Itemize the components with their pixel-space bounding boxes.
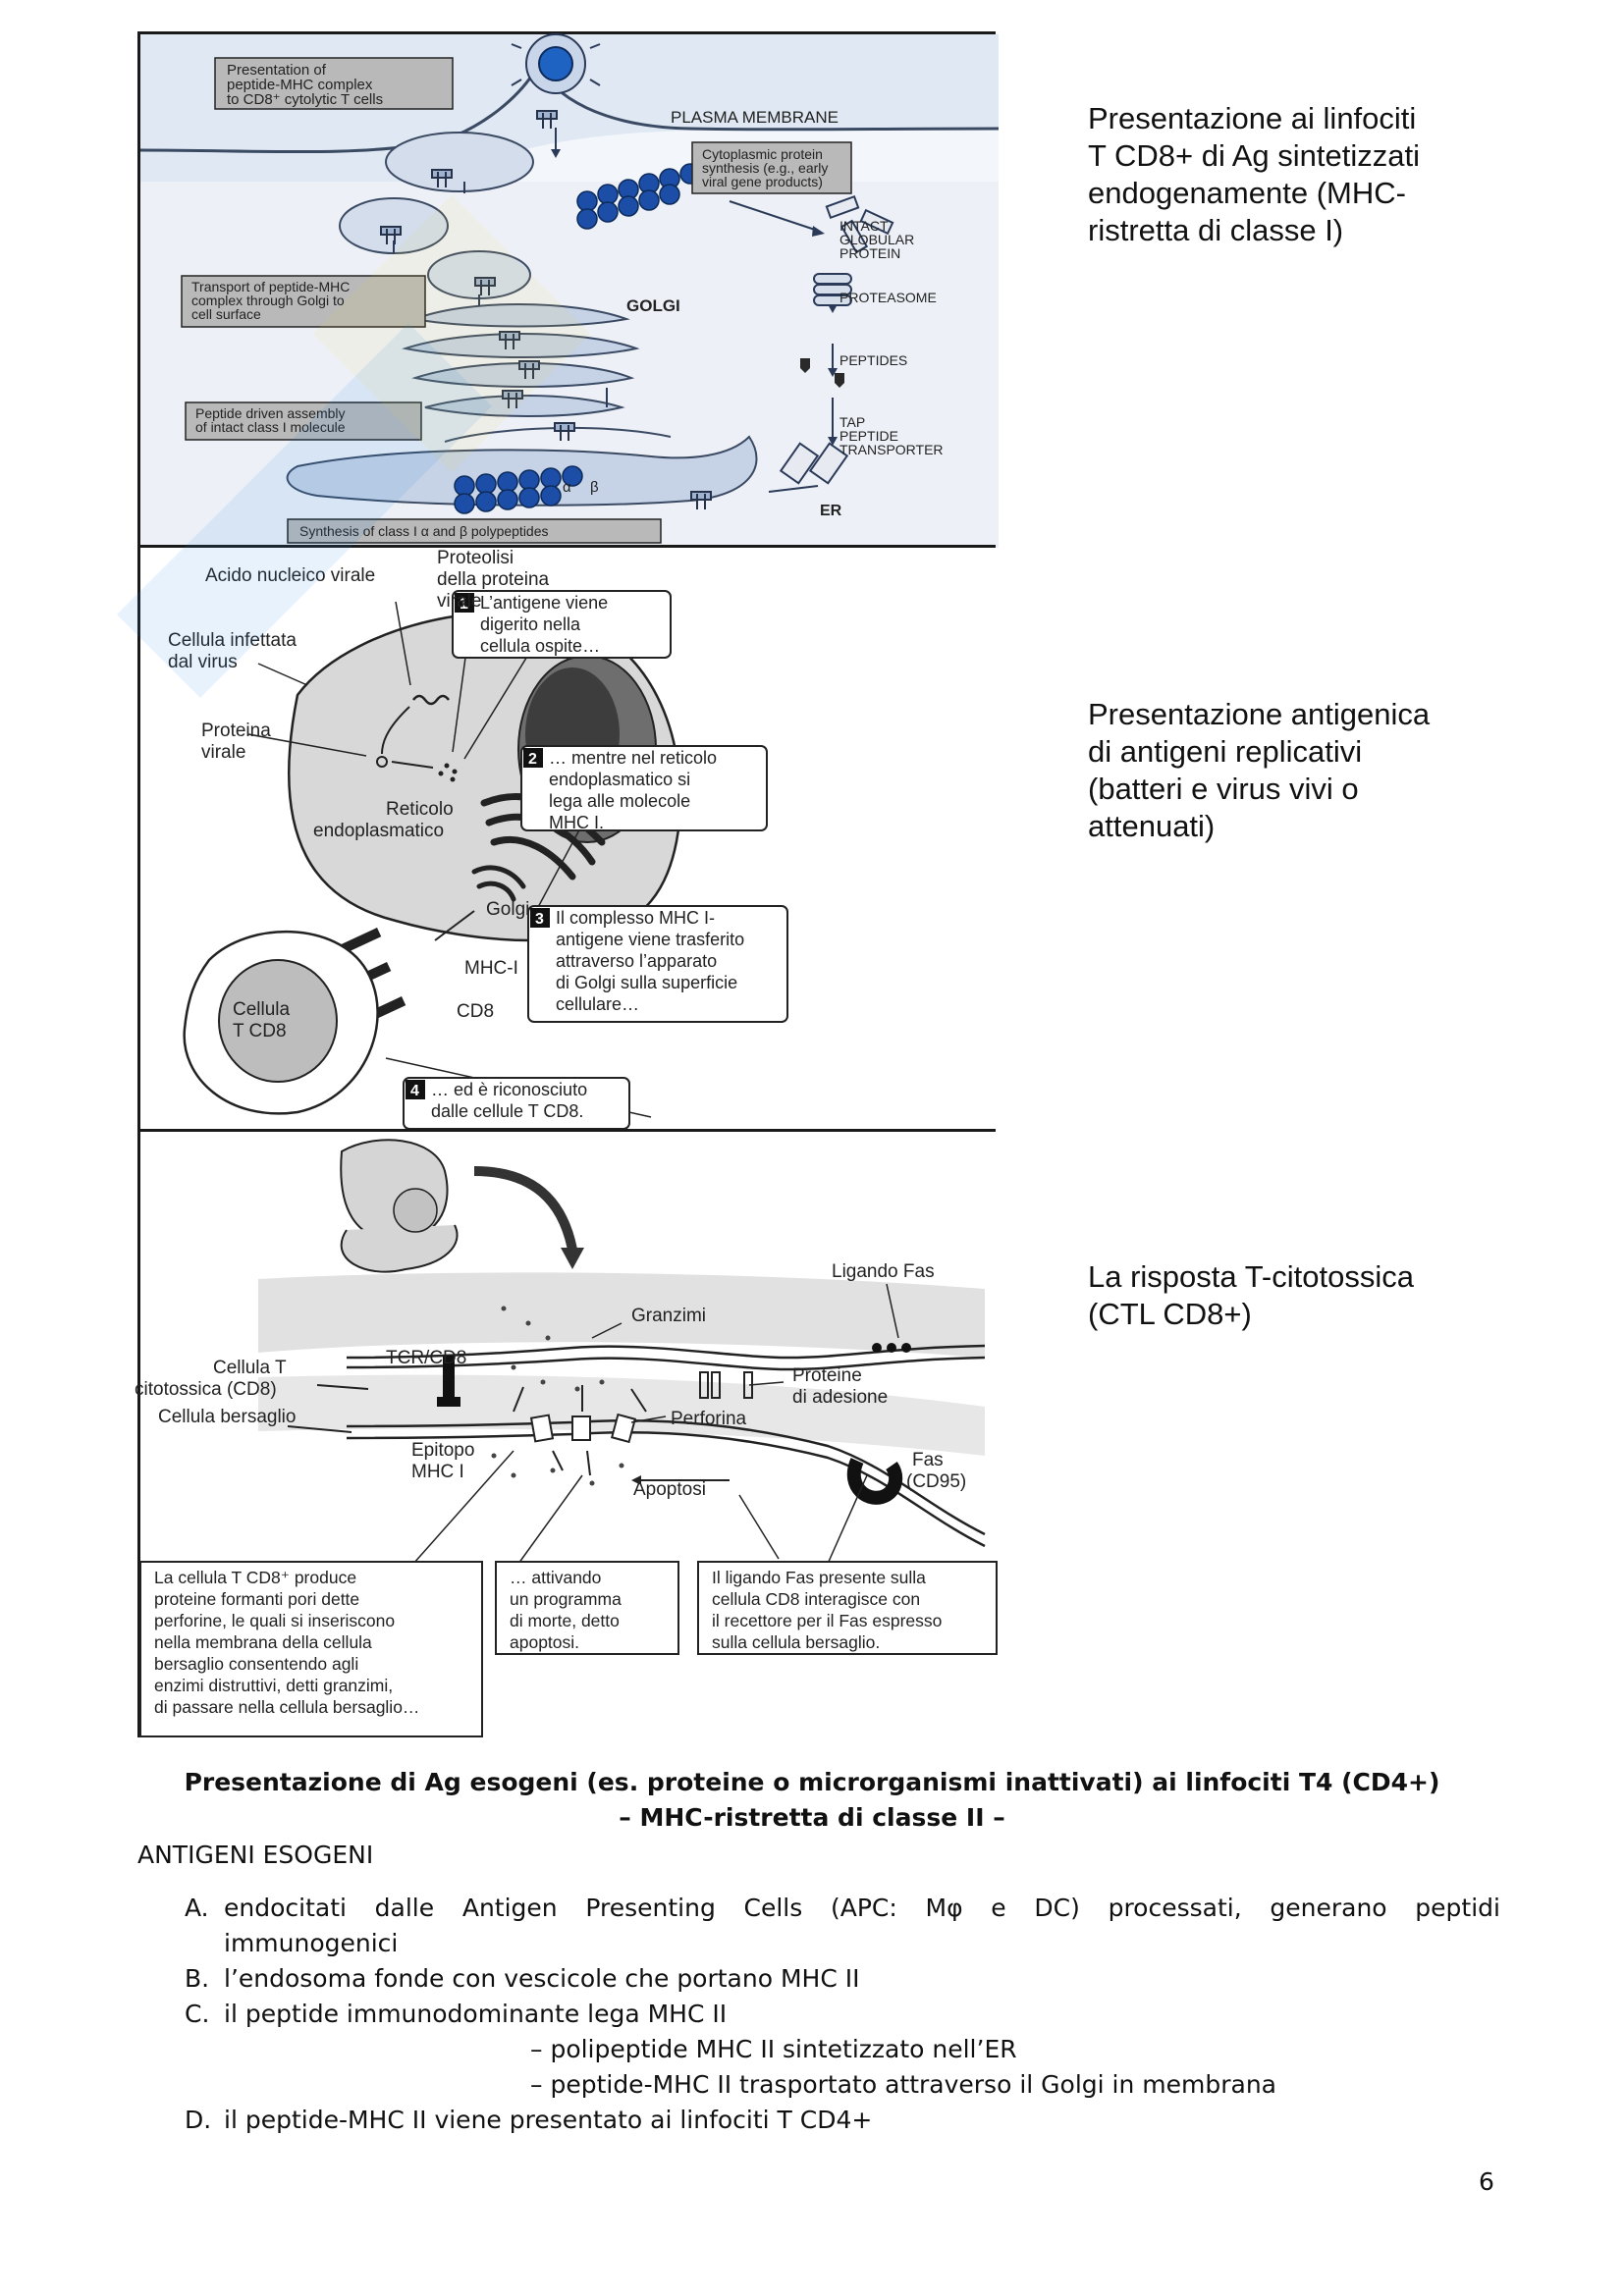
list-item: C. il peptide immunodominante lega MHC I… [185,2000,728,2028]
intact-protein-label: INTACT GLOBULAR PROTEIN [839,218,918,261]
perforina-label: Perforina [671,1409,747,1429]
step1-text: L’antigene viene digerito nella cellula … [480,593,613,656]
viral-protein-label: Proteina virale [201,721,276,763]
er-label: ER [820,503,842,519]
infected-cell-label: Cellula infettata dal virus [168,630,301,672]
list-subitem: – peptide-MHC II trasportato attraverso … [530,2070,1276,2099]
step1-number: 1 [460,596,468,613]
adhesion-label: Proteine di adesione [792,1365,888,1408]
perforin-explanation: La cellula T CD8⁺ produce proteine forma… [154,1568,419,1717]
cd8-label: CD8 [457,1001,494,1022]
step3-text: Il complesso MHC I- antigene viene trasf… [556,908,749,1014]
presentation-box-label: Presentation of peptide-MHC complex to C… [227,62,383,108]
list-item: D. il peptide-MHC II viene presentato ai… [185,2106,873,2134]
antigen-pathway-svg: 1 2 3 4 Acido nucleico virale Proteolisi… [140,548,999,1135]
step3-number: 3 [535,911,544,928]
epitopo-label: Epitopo MHC I [411,1440,480,1482]
step4-number: 4 [410,1083,419,1099]
caption-class1: Presentazione ai linfociti T CD8+ di Ag … [1088,101,1421,247]
step4-text: … ed è riconosciuto dalle cellule T CD8. [431,1080,592,1121]
peptides-label: PEPTIDES [839,352,907,368]
acido-nucleico-label: Acido nucleico virale [205,565,375,586]
cytoplasmic-box-label: Cytoplasmic protein synthesis (e.g., ear… [702,146,832,189]
step2-text: … mentre nel reticolo endoplasmatico si … [549,748,722,832]
diagram-antigen-pathway: 1 2 3 4 Acido nucleico virale Proteolisi… [137,545,999,1135]
section-subheading: ANTIGENI ESOGENI [137,1841,374,1869]
granzimi-label: Granzimi [631,1306,706,1326]
caption-ctl: La risposta T-citotossica (CTL CD8+) [1088,1259,1414,1331]
plasma-membrane-label: PLASMA MEMBRANE [671,108,839,127]
golgi-label: GOLGI [626,296,680,315]
list-item: B. l’endosoma fonde con vescicole che po… [185,1964,860,1993]
golgi-label: Golgi [486,899,529,920]
reticolo-label: Reticolo endoplasmatico [313,799,459,841]
apoptosi-label: Apoptosi [633,1479,706,1500]
proteolisi-label: Proteolisi della proteina virale [437,548,554,612]
fas-explanation: Il ligando Fas presente sulla cellula CD… [712,1568,947,1652]
diagram-ctl-response: Granzimi Ligando Fas Cellula T citotossi… [135,1129,999,1740]
list-subitem: – polipeptide MHC II sintetizzato nell’E… [530,2035,1017,2063]
ctl-response-svg: Granzimi Ligando Fas Cellula T citotossi… [135,1132,999,1740]
transport-box-label: Transport of peptide-MHC complex through… [191,279,353,322]
synthesis-box-label: Synthesis of class I α and β polypeptide… [299,523,549,539]
t-cell-label: Cellula T CD8 [233,999,295,1041]
assembly-box-label: Peptide driven assembly of intact class … [195,405,349,435]
page-number: 6 [1479,2167,1494,2196]
t-cell-label: Cellula T citotossica (CD8) [135,1358,292,1400]
caption-pathway: Presentazione antigenica di antigeni rep… [1088,697,1431,843]
diagram-mhc-class1: Presentation of peptide-MHC complex to C… [137,31,1000,551]
list-item: A. endocitati dalle Antigen Presenting C… [185,1894,1500,1957]
tcr-label: TCR/CD8 [386,1348,466,1368]
beta-label: β [590,479,599,496]
ligando-fas-label: Ligando Fas [832,1261,935,1282]
alpha-label: α [563,479,571,496]
mhc1-label: MHC-I [464,958,518,979]
section-title: Presentazione di Ag esogeni (es. protein… [184,1768,1440,1832]
target-cell-label: Cellula bersaglio [158,1407,296,1427]
tap-label: TAP PEPTIDE TRANSPORTER [839,414,944,457]
mhc-class1-svg: Presentation of peptide-MHC complex to C… [139,33,1000,551]
fas-label: Fas (CD95) [906,1450,966,1492]
step2-number: 2 [528,751,537,768]
apoptosis-explanation: … attivando un programma di morte, detto… [510,1568,626,1652]
proteasome-label: PROTEASOME [839,290,937,305]
